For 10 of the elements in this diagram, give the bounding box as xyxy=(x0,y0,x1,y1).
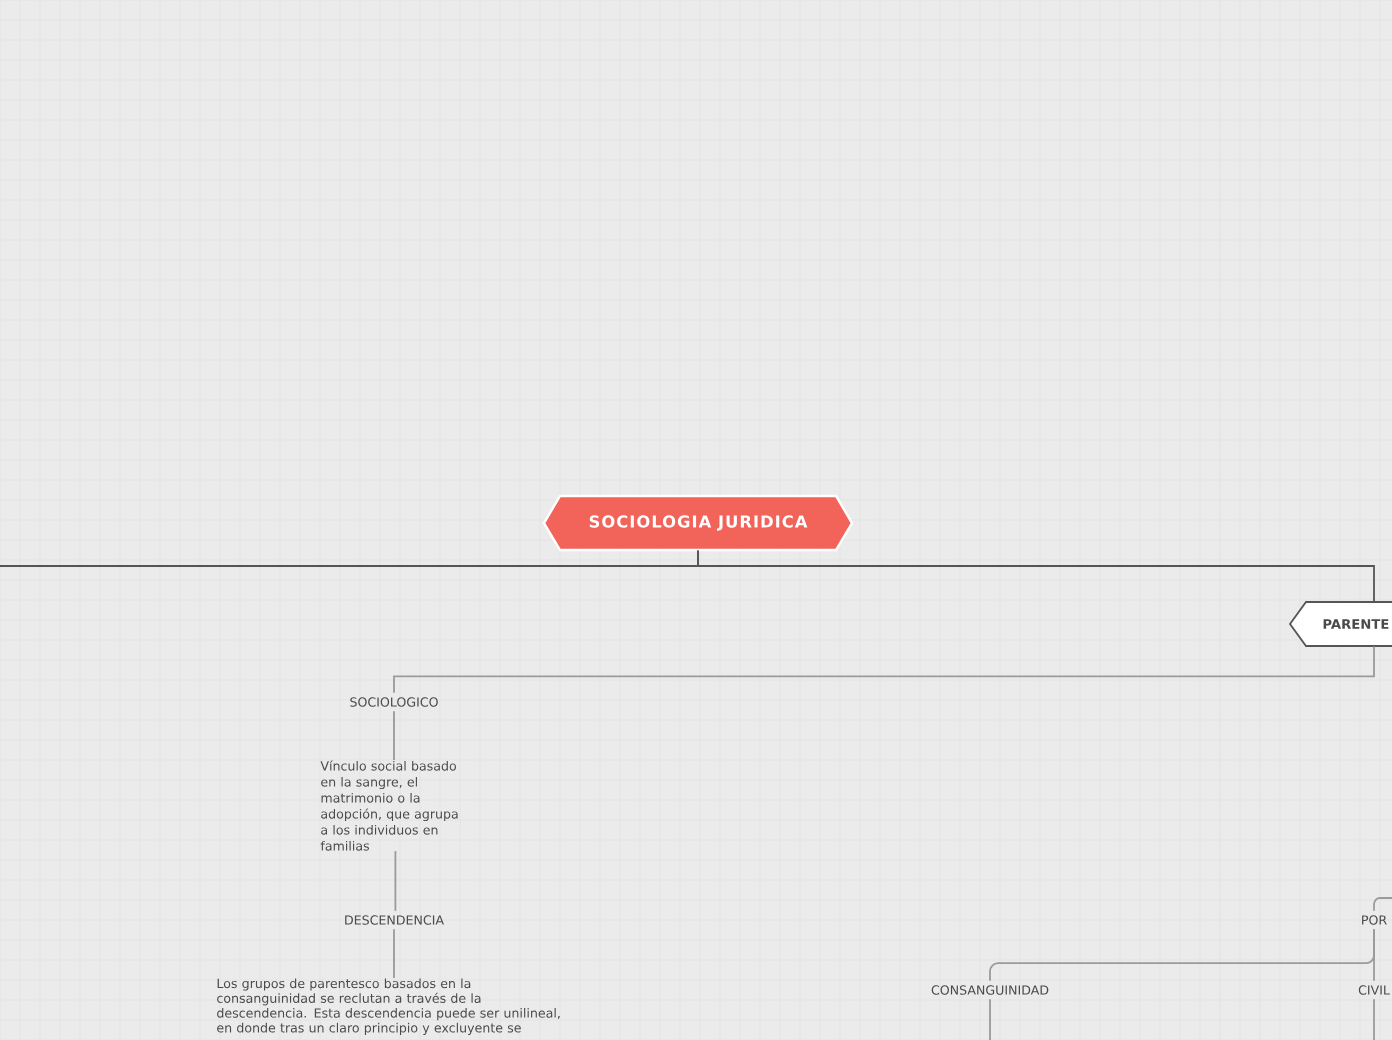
connector-line xyxy=(393,928,395,979)
connector-line xyxy=(393,710,395,761)
connector-line xyxy=(697,549,1375,603)
connector-line xyxy=(1373,897,1392,912)
central-hexagon: SOCIOLOGIA JURIDICA xyxy=(542,494,854,552)
connector-line xyxy=(394,850,397,912)
connector-line xyxy=(1373,998,1375,1040)
connector-line xyxy=(393,645,1375,694)
connector-line xyxy=(1373,928,1375,982)
connector-line xyxy=(989,998,991,1040)
